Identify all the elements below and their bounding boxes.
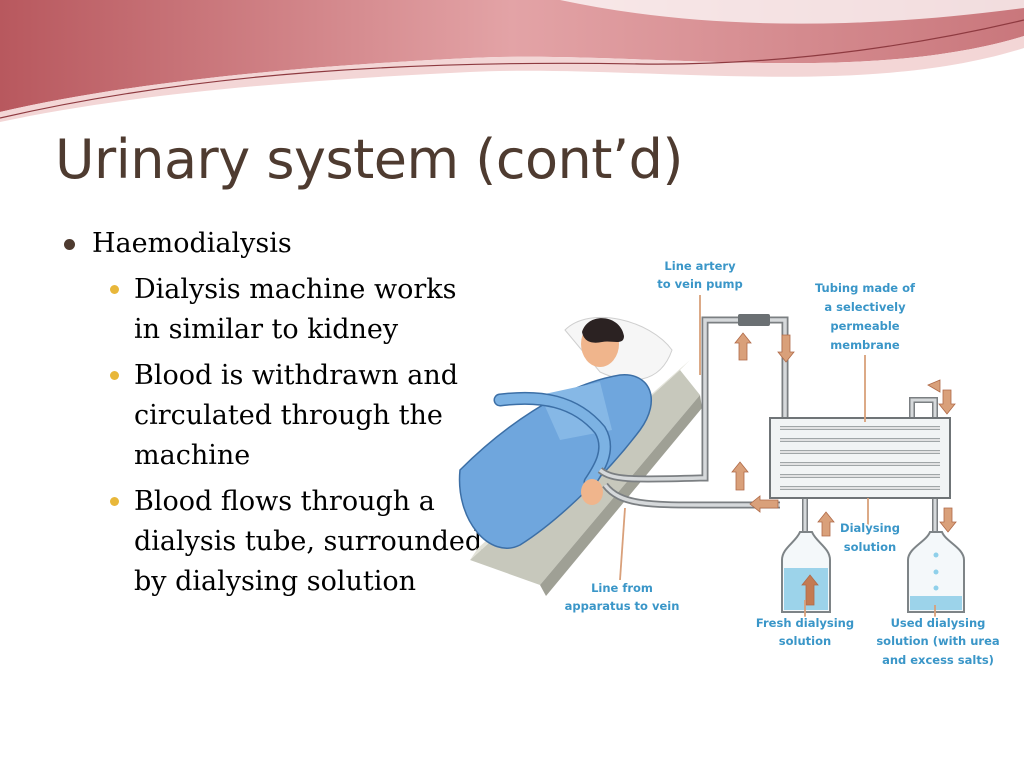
label-fresh-solution: Fresh dialysing — [756, 616, 854, 630]
label-tubing: membrane — [830, 338, 900, 352]
leader-lines — [619, 295, 936, 618]
sub-bullet-line: Blood is withdrawn and — [134, 360, 459, 391]
label-tubing: Tubing made of — [815, 281, 916, 295]
flow-arrows — [731, 332, 957, 606]
sub-bullet-line: Dialysis machine works — [134, 274, 457, 305]
bullet-list: Haemodialysis Dialysis machine works in … — [62, 226, 512, 608]
bullet-dot-icon — [64, 239, 75, 250]
haemodialysis-diagram: Line artery to vein pump Tubing made of … — [458, 258, 1001, 669]
patient-illustration — [458, 318, 652, 549]
label-used-solution: and excess salts) — [882, 653, 994, 667]
label-line-artery: to vein pump — [657, 277, 742, 291]
label-line-from: Line from — [591, 581, 653, 595]
sub-bullet-dot-icon — [110, 371, 119, 380]
bullet-text: Haemodialysis — [92, 228, 292, 259]
sub-bullet-3: Blood flows through a dialysis tube, sur… — [92, 482, 512, 602]
machine-tubing — [597, 316, 938, 545]
label-dialysing-solution: solution — [844, 540, 896, 554]
header-decoration — [0, 0, 1024, 122]
sub-bullet-dot-icon — [110, 497, 119, 506]
sub-bullet-line: in similar to kidney — [134, 314, 399, 345]
label-line-from: apparatus to vein — [565, 599, 680, 613]
sub-bullet-1: Dialysis machine works in similar to kid… — [92, 270, 512, 350]
diagram-labels: Line artery to vein pump Tubing made of … — [563, 258, 1001, 669]
sub-bullet-line: machine — [134, 440, 251, 471]
bullet-haemodialysis: Haemodialysis — [62, 226, 512, 262]
label-tubing: a selectively — [824, 300, 906, 314]
label-dialysing-solution: Dialysing — [840, 521, 900, 535]
slide-title: Urinary system (cont’d) — [55, 128, 683, 191]
label-used-solution: Used dialysing — [891, 616, 986, 630]
used-solution-bottle — [907, 531, 965, 613]
dialyser-coil — [769, 417, 951, 499]
label-line-artery: Line artery — [664, 259, 736, 273]
label-fresh-solution: solution — [779, 634, 831, 648]
sub-bullet-line: by dialysing solution — [134, 566, 417, 597]
fresh-solution-bottle — [781, 531, 831, 613]
sub-bullet-line: Blood flows through a — [134, 486, 435, 517]
sub-bullet-2: Blood is withdrawn and circulated throug… — [92, 356, 512, 476]
sub-bullet-dot-icon — [110, 285, 119, 294]
sub-bullet-line: circulated through the — [134, 400, 443, 431]
pump-icon — [738, 314, 770, 326]
label-tubing: permeable — [830, 319, 899, 333]
label-used-solution: solution (with urea — [876, 634, 999, 648]
sub-bullet-line: dialysis tube, surrounded — [134, 526, 483, 557]
